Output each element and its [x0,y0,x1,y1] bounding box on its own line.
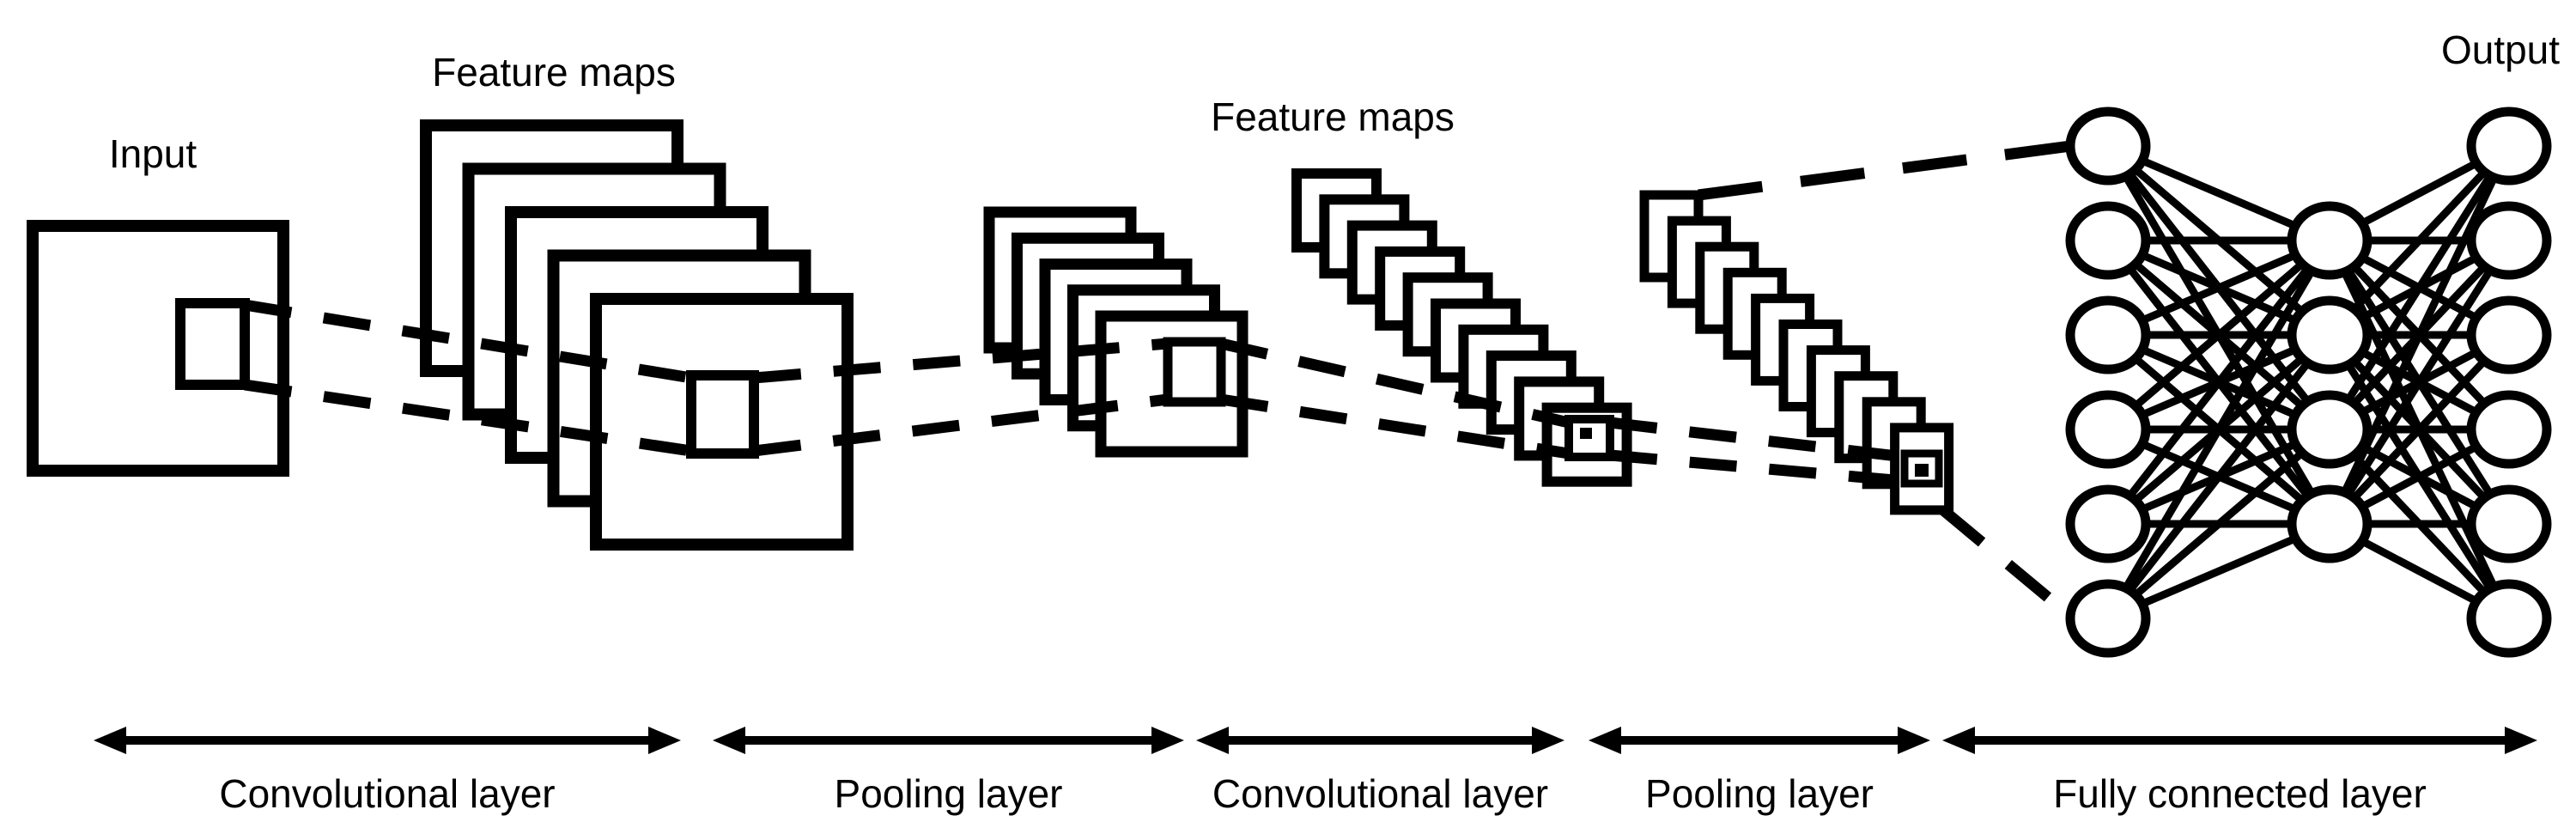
fc-hidden-layer-neuron [2287,295,2372,374]
pooling-stack-2-kernel-dot [1915,464,1929,477]
dashed-projection-line-conv2-to-pool2-upper [1609,417,1905,463]
span-fully-connected-layer-right-arrowhead-icon [2505,727,2537,754]
fc-connection-line [2326,143,2512,338]
span-pooling-layer-2-left-arrowhead-icon [1589,727,1621,754]
span-pooling-layer-2-label: Pooling layer [1645,771,1874,816]
span-pooling-layer-2-right-arrowhead-icon [1898,727,1930,754]
fc-output-layer-neuron [2466,201,2552,280]
span-fully-connected-layer-label: Fully connected layer [2053,771,2427,816]
fc-input-layer-neuron [2065,295,2151,374]
fc-connection-line [2105,332,2333,621]
fc-input-layer-neuron [2065,484,2151,563]
fc-input-layer-neuron [2065,107,2151,186]
fc-connection-line [2326,332,2512,527]
fc-connection-line [2326,238,2512,527]
fc-connection-line [2105,238,2333,621]
dashed-projection-line-pool2-to-fc-bottom [1938,505,2075,621]
fc-connection-line [2326,143,2512,432]
fc-input-layer-neuron [2065,579,2151,658]
feature-maps-2-label: Feature maps [1211,94,1455,139]
span-convolutional-layer-1-label: Convolutional layer [219,771,555,816]
fc-output-layer-neuron [2466,484,2552,563]
dashed-projection-line-pool1-to-conv2-lower [1220,393,1570,460]
output-label: Output [2441,27,2560,72]
span-convolutional-layer-2-left-arrowhead-icon [1196,727,1229,754]
dashed-projection-line-conv2-to-pool2-lower [1609,449,1905,487]
dashed-projection-line-pool1-to-conv2-upper [1219,338,1571,429]
input-label: Input [109,131,197,176]
fc-output-layer-neuron [2466,107,2552,186]
span-fully-connected-layer-left-arrowhead-icon [1942,727,1975,754]
fc-output-layer-neuron [2466,295,2552,374]
fc-hidden-layer-neuron [2287,201,2372,280]
span-pooling-layer-1-label: Pooling layer [835,771,1063,816]
span-convolutional-layer-1-left-arrowhead-icon [94,727,126,754]
span-pooling-layer-1-left-arrowhead-icon [713,727,745,754]
span-convolutional-layer-1-right-arrowhead-icon [648,727,681,754]
dashed-projection-line-conv1-to-pool1-lower [753,393,1169,457]
fc-hidden-layer-neuron [2287,484,2372,563]
dashed-projection-line-pool2-to-fc-top [1698,140,2072,201]
fc-connection-line [2105,238,2333,527]
input-image-kernel-window [175,298,250,390]
span-convolutional-layer-2-right-arrowhead-icon [1532,727,1564,754]
feature-maps-1-label: Feature maps [432,50,676,94]
fc-output-layer-neuron [2466,579,2552,658]
span-convolutional-layer-2-label: Convolutional layer [1212,771,1548,816]
fc-connection-line [2105,426,2332,622]
feature-maps-stack-2-kernel-window [1564,415,1614,461]
span-pooling-layer-1-right-arrowhead-icon [1151,727,1184,754]
feature-maps-stack-1-kernel-window [686,370,759,459]
fc-connection-line [2325,144,2513,526]
fc-connection-line [2105,237,2332,433]
fc-output-layer-neuron [2466,390,2552,469]
feature-maps-stack-2-kernel-dot [1580,428,1592,439]
fc-hidden-layer-neuron [2287,390,2372,469]
fc-input-layer-neuron [2065,201,2151,280]
fc-input-layer-neuron [2065,390,2151,469]
dashed-projection-line-conv1-to-pool1-upper [753,338,1169,384]
pooling-stack-1-kernel-window [1163,337,1226,407]
